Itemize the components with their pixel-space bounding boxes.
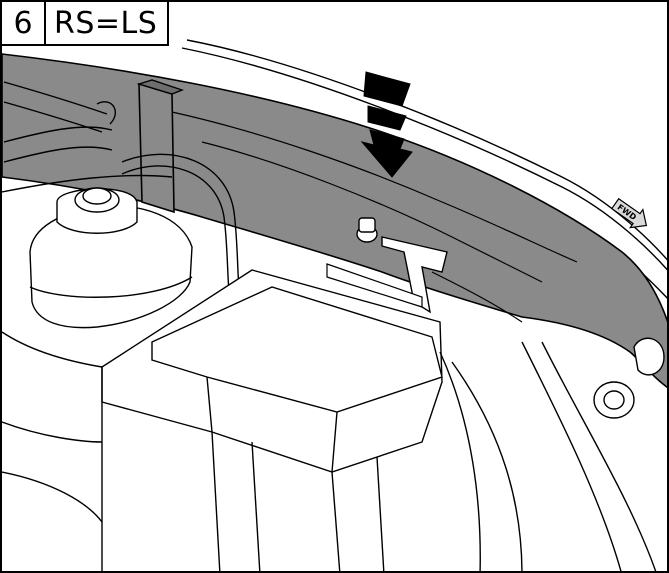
hose	[121, 153, 241, 305]
bracket	[326, 236, 448, 314]
battery	[101, 269, 443, 571]
clip-post	[136, 79, 185, 214]
push-arrow-icon	[360, 71, 413, 178]
step-header: 6 RS=LS	[2, 2, 170, 46]
bolt	[356, 217, 378, 243]
coolant-reservoir	[29, 187, 193, 329]
step-number: 6	[2, 2, 46, 44]
fwd-arrow-icon: FWD	[610, 197, 648, 229]
step-note: RS=LS	[54, 5, 158, 41]
bumper-stop	[593, 337, 665, 419]
left-rails	[2, 81, 173, 193]
lower-panels	[2, 331, 657, 571]
